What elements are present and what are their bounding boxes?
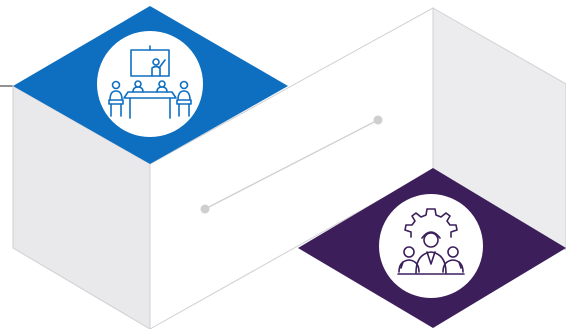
- connector-dot-start: [200, 204, 210, 214]
- connector-line: [204, 119, 379, 210]
- team-gear-icon: [379, 194, 483, 298]
- presentation-meeting-icon: [97, 31, 203, 137]
- connector-dot-end: [373, 115, 383, 125]
